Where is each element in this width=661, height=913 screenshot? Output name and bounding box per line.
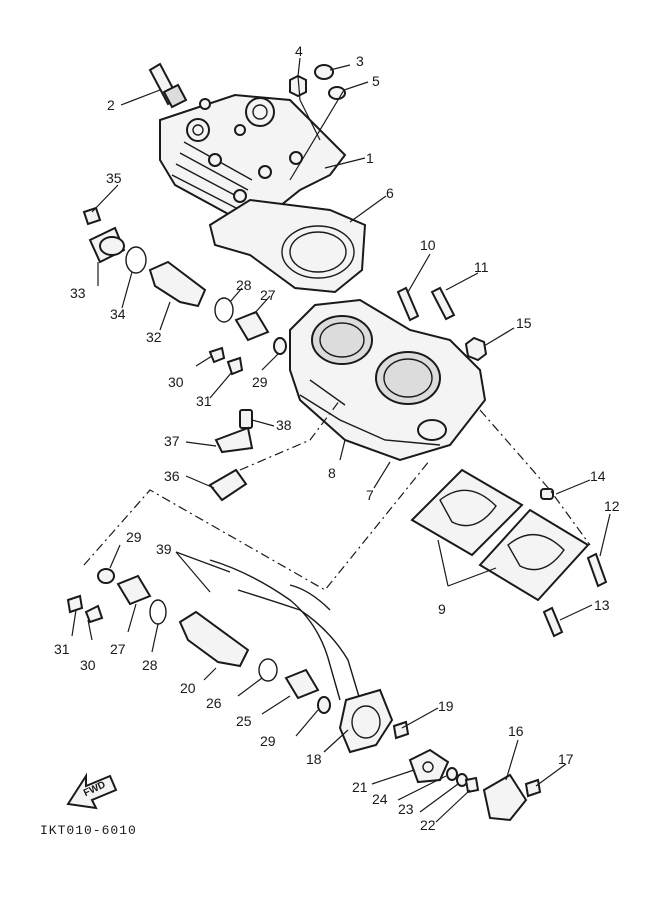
bolt-35 [82, 206, 102, 226]
nut-15 [464, 336, 488, 362]
fwd-arrow-icon: FWD [66, 772, 118, 810]
assembly-lines [83, 399, 591, 591]
collar-27-lower [116, 574, 152, 606]
screw-19 [392, 720, 410, 740]
collar-25 [284, 668, 320, 700]
cylinder-block [289, 298, 487, 462]
callout-14: 14 [590, 468, 606, 484]
callout-31-lower: 31 [54, 641, 70, 657]
callout-34: 34 [110, 306, 126, 322]
stud-11 [430, 286, 456, 321]
hose-fitting-33 [88, 226, 126, 264]
dowel-pin-14 [540, 488, 554, 500]
bolt-22 [464, 776, 480, 794]
washer-24 [446, 767, 458, 781]
callout-19: 19 [438, 698, 454, 714]
callout-21: 21 [352, 779, 368, 795]
callout-39: 39 [156, 541, 172, 557]
cylinder-head [159, 93, 347, 232]
screw-17 [524, 778, 542, 798]
callout-28-lower: 28 [142, 657, 158, 673]
callout-36: 36 [164, 468, 180, 484]
thermostat-20 [178, 610, 250, 668]
callout-12: 12 [604, 498, 620, 514]
screw-31 [226, 356, 244, 376]
clip-30-lower [84, 604, 104, 624]
callout-32: 32 [146, 329, 162, 345]
cover-16 [482, 773, 528, 822]
callout-33: 33 [70, 285, 86, 301]
o-ring-28 [214, 297, 234, 323]
callout-labels: 1 2 3 4 5 6 7 8 9 10 11 12 13 14 15 16 1… [54, 43, 620, 833]
callout-28: 28 [236, 277, 252, 293]
bracket-36 [208, 468, 248, 502]
spark-plug [148, 62, 188, 109]
callout-29-lower: 29 [126, 529, 142, 545]
callout-8: 8 [328, 465, 336, 481]
callout-24: 24 [372, 791, 388, 807]
callout-29-mid: 29 [260, 733, 276, 749]
washer-29-mid [317, 696, 331, 714]
callout-5: 5 [372, 73, 380, 89]
callout-20: 20 [180, 680, 196, 696]
callout-6: 6 [386, 185, 394, 201]
screw-31-lower [66, 594, 84, 614]
callout-18: 18 [306, 751, 322, 767]
callout-17: 17 [558, 751, 574, 767]
thermostat-32 [148, 260, 207, 308]
callout-31: 31 [196, 393, 212, 409]
callout-37: 37 [164, 433, 180, 449]
callout-38: 38 [276, 417, 292, 433]
callout-2: 2 [107, 97, 115, 113]
callout-27-lower: 27 [110, 641, 126, 657]
bracket-37 [214, 426, 254, 454]
callout-30: 30 [168, 374, 184, 390]
leader-lines [71, 57, 611, 823]
callout-3: 3 [356, 53, 364, 69]
cable-39 [209, 559, 361, 701]
callout-35: 35 [106, 170, 122, 186]
callout-25: 25 [236, 713, 252, 729]
head-gasket [208, 198, 367, 294]
washer-29 [273, 337, 287, 355]
callout-26: 26 [206, 695, 222, 711]
callout-10: 10 [420, 237, 436, 253]
stud-12 [586, 552, 608, 588]
callout-29: 29 [252, 374, 268, 390]
o-ring-28-lower [149, 599, 167, 625]
o-ring-26 [258, 658, 278, 682]
callout-23: 23 [398, 801, 414, 817]
callout-1: 1 [366, 150, 374, 166]
callout-16: 16 [508, 723, 524, 739]
collar-27 [234, 310, 270, 342]
impeller-21 [408, 748, 450, 784]
washer-29-lower [97, 568, 115, 584]
drawing-code: IKT010-6010 [40, 823, 137, 838]
base-gasket-rear [478, 508, 590, 602]
pump-housing-18 [338, 688, 394, 754]
stud-13 [542, 606, 564, 638]
callout-15: 15 [516, 315, 532, 331]
callout-9: 9 [438, 601, 446, 617]
callout-13: 13 [594, 597, 610, 613]
callout-22: 22 [420, 817, 436, 833]
cap-nut-3 [314, 64, 334, 80]
clip-30 [208, 346, 226, 364]
callout-11: 11 [474, 259, 489, 275]
o-ring-34 [125, 246, 147, 274]
callout-27: 27 [260, 287, 276, 303]
callout-4: 4 [295, 43, 303, 59]
stud-10 [396, 286, 420, 322]
base-gasket-front [410, 468, 524, 557]
callout-7: 7 [366, 487, 374, 503]
callout-30-lower: 30 [80, 657, 96, 673]
bolt-38 [239, 409, 253, 429]
